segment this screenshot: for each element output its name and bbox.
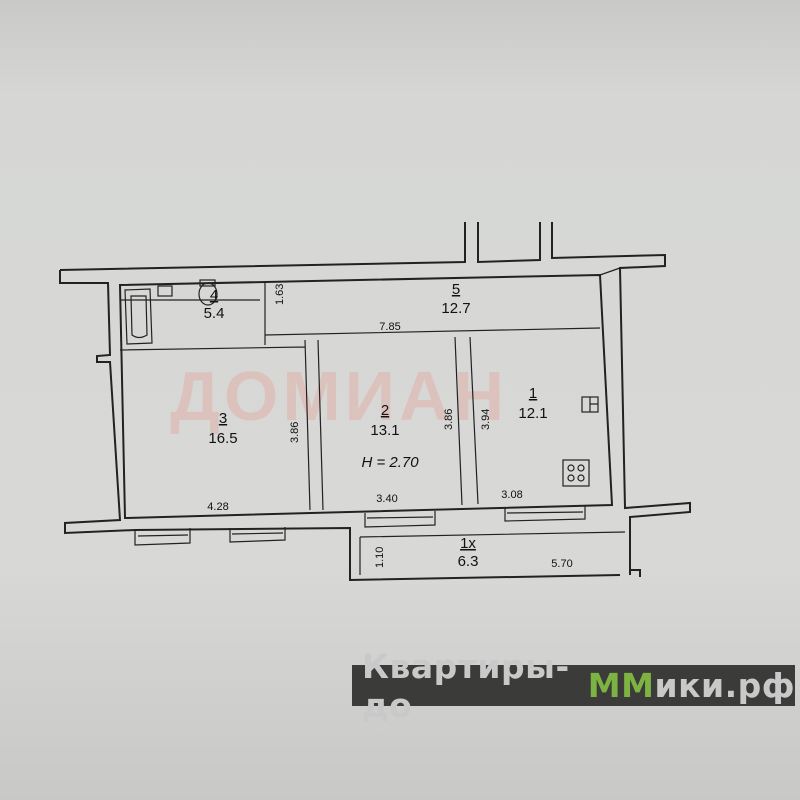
banner-text-start: Квартиры-до — [362, 646, 570, 725]
dim-room2-height: 3.86 — [443, 409, 455, 430]
balcony-number: 1x — [460, 535, 476, 552]
dim-balcony-depth: 1.10 — [374, 547, 386, 568]
walls — [59, 222, 691, 582]
room-2-number: 2 — [381, 402, 389, 419]
toilet-icon — [198, 279, 218, 306]
room-5-number: 5 — [452, 281, 460, 298]
ceiling-height: H = 2.70 — [361, 454, 419, 471]
dim-balcony-length: 5.70 — [551, 558, 572, 570]
vent-icon — [581, 396, 599, 413]
dim-room1-height: 3.94 — [480, 409, 492, 430]
room-5-area: 12.7 — [441, 300, 470, 317]
room-4-area: 5.4 — [204, 305, 225, 322]
dim-room3-height: 3.86 — [289, 422, 301, 443]
dim-room2-width: 3.40 — [376, 493, 397, 505]
room-3-area: 16.5 — [208, 430, 237, 447]
dim-room3-width: 4.28 — [207, 501, 228, 513]
bathtub-icon — [124, 288, 153, 345]
room-3-number: 3 — [219, 410, 227, 427]
room-2-area: 13.1 — [370, 422, 399, 439]
room-1-area: 12.1 — [518, 405, 547, 422]
dim-room1-width: 3.08 — [501, 489, 522, 501]
dim-corridor-length: 7.85 — [379, 321, 400, 333]
watermark: ДОМИАН — [170, 357, 508, 435]
banner-text-end: ики.рф — [654, 666, 795, 705]
dim-corridor-height: 1.63 — [274, 284, 286, 305]
room-4-number: 4 — [210, 287, 218, 304]
stove-icon — [562, 459, 590, 487]
room-1-number: 1 — [529, 385, 537, 402]
sink-icon — [157, 285, 173, 297]
balcony-area: 6.3 — [458, 553, 479, 570]
banner-logo-houses: ММ — [587, 666, 655, 705]
